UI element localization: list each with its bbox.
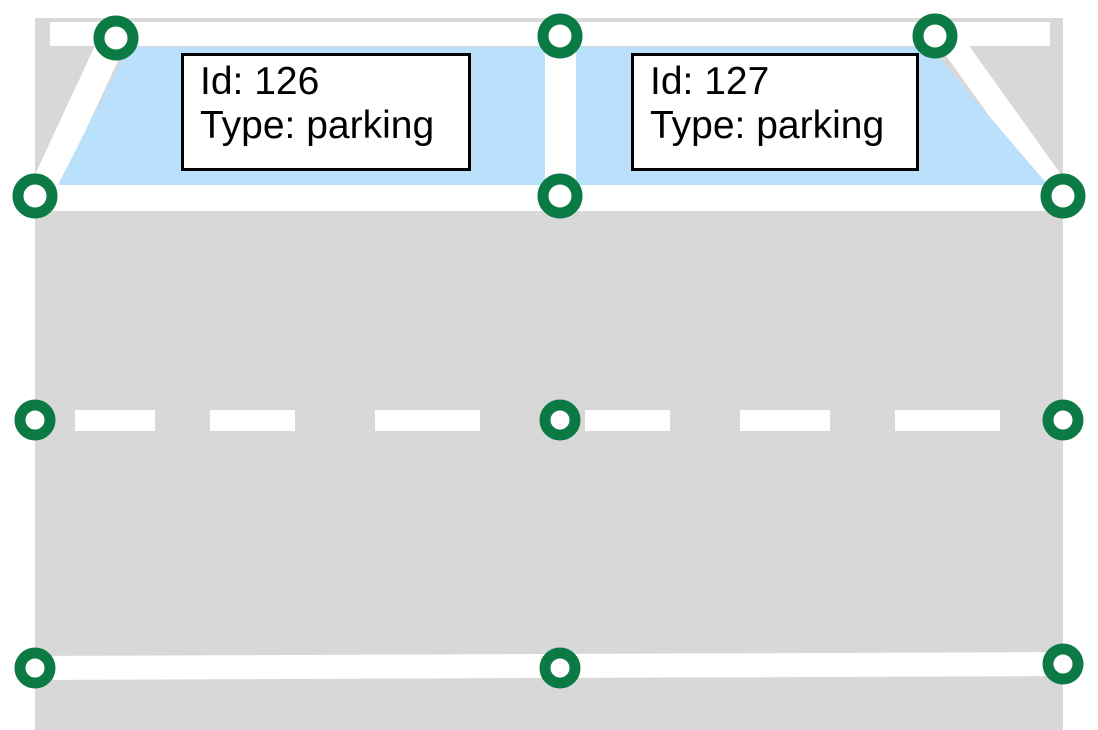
lane-dash — [210, 410, 295, 431]
lane-dash — [740, 410, 830, 431]
node-upper-right[interactable] — [1040, 173, 1086, 219]
node-bottom-left[interactable] — [14, 647, 56, 689]
node-upper-center[interactable] — [537, 173, 583, 219]
node-top-left[interactable] — [93, 15, 139, 61]
parking-divider-marking — [545, 36, 576, 198]
lane-dash — [375, 410, 480, 431]
annotation-type-126: Type: parking — [200, 103, 435, 147]
lane-dash — [75, 410, 155, 431]
node-bottom-right[interactable] — [1042, 643, 1084, 685]
node-top-right[interactable] — [912, 13, 958, 59]
annotation-label-126[interactable]: Id: 126 Type: parking — [181, 53, 471, 171]
node-upper-left[interactable] — [12, 173, 58, 219]
node-middle-left[interactable] — [14, 399, 56, 441]
right-shoulder-marking — [922, 22, 1075, 194]
annotation-id-126: Id: 126 — [200, 60, 320, 103]
node-marker-group[interactable] — [12, 13, 1086, 689]
lane-dash-group — [75, 410, 1000, 431]
annotation-type-127: Type: parking — [650, 103, 885, 147]
annotation-id-127: Id: 127 — [650, 60, 770, 103]
node-middle-center[interactable] — [539, 399, 581, 441]
left-shoulder-marking — [26, 22, 136, 194]
node-middle-right[interactable] — [1042, 399, 1084, 441]
annotation-label-127[interactable]: Id: 127 Type: parking — [631, 53, 919, 171]
lane-dash — [895, 410, 1000, 431]
lane-dash — [585, 410, 670, 431]
node-bottom-center[interactable] — [539, 647, 581, 689]
node-top-center[interactable] — [537, 13, 583, 59]
